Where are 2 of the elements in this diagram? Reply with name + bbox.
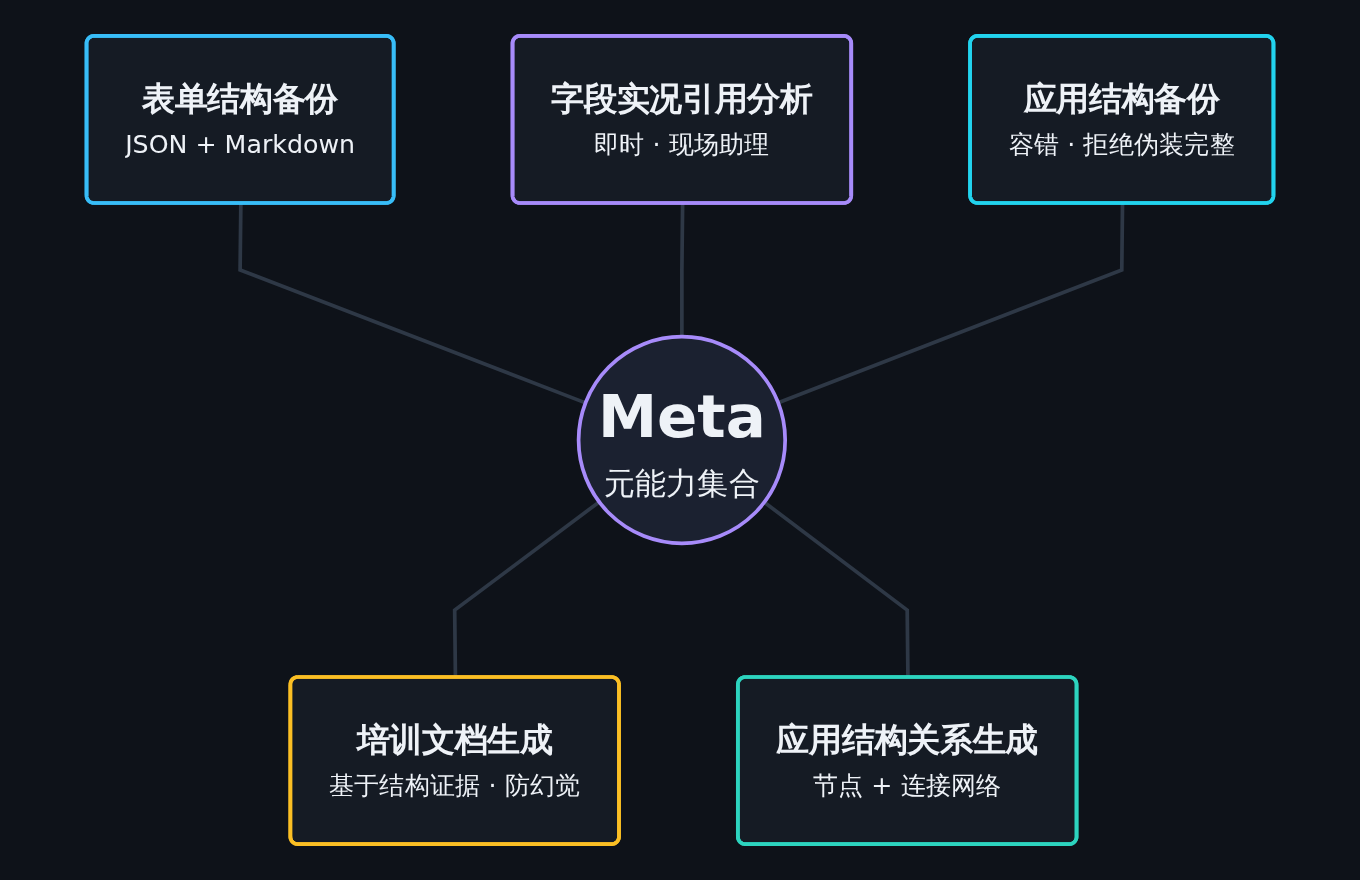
- connector: [680, 203, 685, 337]
- node-circle: Meta 元能力集合: [576, 334, 787, 546]
